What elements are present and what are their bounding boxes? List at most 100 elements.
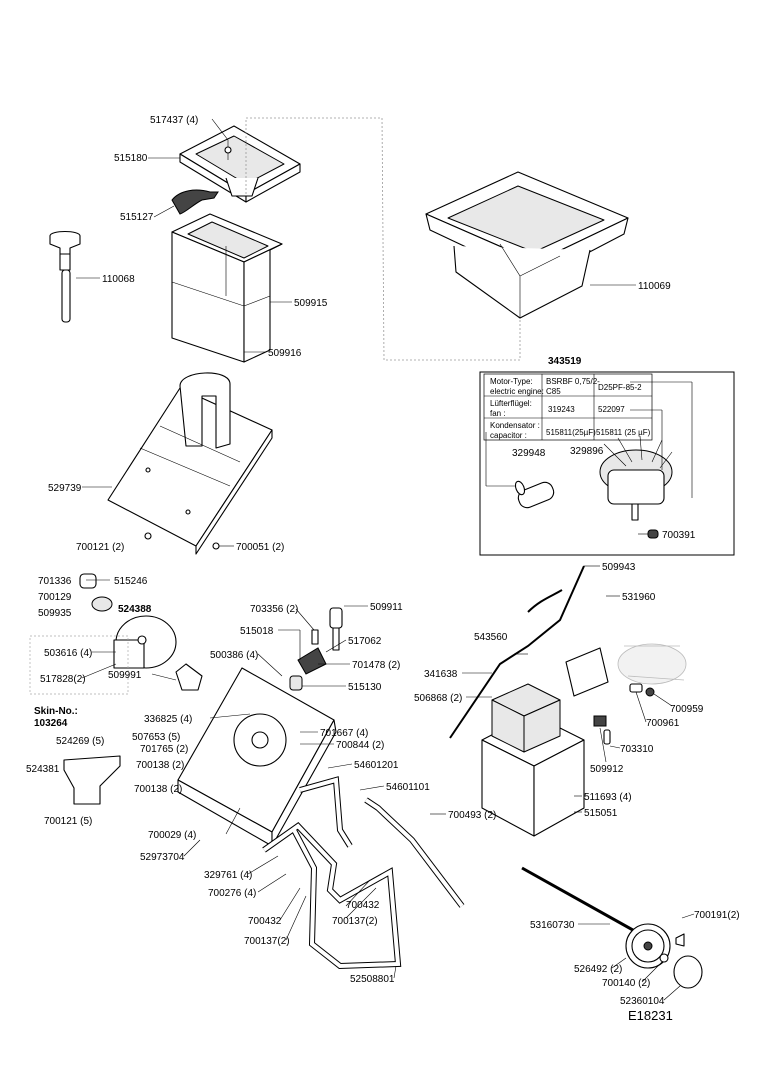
t-handle-110068 [49, 230, 81, 323]
leader-lines [76, 118, 695, 1001]
label-700276: 700276 (4) [208, 888, 256, 899]
label-515246: 515246 [114, 576, 148, 587]
bracket-509991 [175, 663, 203, 691]
label-52360104: 52360104 [620, 996, 665, 1007]
base-plate-529739 [107, 372, 273, 555]
label-700121-5: 700121 (5) [44, 816, 92, 827]
label-700191: 700191(2) [694, 910, 740, 921]
label-507653: 507653 (5) [132, 732, 180, 743]
label-515130: 515130 [348, 682, 382, 693]
label-336825: 336825 (4) [144, 714, 192, 725]
label-52973704: 52973704 [140, 852, 185, 863]
drawing-id: E18231 [628, 1008, 673, 1023]
label-509915: 509915 [294, 298, 328, 309]
label-515127: 515127 [120, 212, 154, 223]
label-110068: 110068 [102, 274, 135, 285]
label-529739: 529739 [48, 483, 82, 494]
label-700138-a: 700138 (2) [136, 760, 184, 771]
table-r2-c1-b: fan : [490, 409, 506, 418]
table-r2-c1-a: Lüfterflügel: [490, 399, 532, 408]
label-700138-b: 700138 (2) [134, 784, 182, 795]
label-700140: 700140 (2) [602, 978, 650, 989]
label-509935: 509935 [38, 608, 72, 619]
label-329896: 329896 [570, 446, 604, 457]
key-700391 [647, 529, 659, 539]
battery-506868 [491, 683, 561, 753]
label-543560: 543560 [474, 632, 508, 643]
pin-703310 [603, 729, 611, 745]
cable-harness-509943 [449, 565, 585, 739]
washer-700140 [659, 953, 669, 963]
table-r1-c1-a: Motor-Type: [490, 377, 533, 386]
label-700391: 700391 [662, 530, 696, 541]
label-54601101: 54601101 [386, 782, 430, 793]
hub-cap [673, 955, 703, 989]
axle-53160730 [521, 866, 641, 936]
label-700137-b: 700137(2) [244, 936, 290, 947]
label-701336: 701336 [38, 576, 72, 587]
label-53160730: 53160730 [530, 920, 575, 931]
skin-title: Skin-No.: [34, 706, 78, 717]
knob-509935 [91, 596, 113, 612]
table-r3-c2: 515811(25µF) [546, 428, 596, 437]
label-700137-a: 700137(2) [332, 916, 378, 927]
table-r1-c2-b: C85 [546, 387, 561, 396]
label-52508801: 52508801 [350, 974, 395, 985]
label-509912: 509912 [590, 764, 624, 775]
label-700432-a: 700432 [346, 900, 380, 911]
capacitor-515811 [514, 480, 555, 509]
small-hopper-515180 [179, 125, 301, 203]
label-703356: 703356 (2) [250, 604, 298, 615]
label-54601201: 54601201 [354, 760, 399, 771]
label-503616: 503616 (4) [44, 648, 92, 659]
label-509911: 509911 [370, 602, 403, 613]
label-701765: 701765 (2) [140, 744, 188, 755]
table-r1-c3: D25PF-85-2 [598, 383, 642, 392]
label-700432-b: 700432 [248, 916, 282, 927]
table-r3-c1-b: capacitor : [490, 431, 527, 440]
screw-703356 [311, 629, 319, 645]
label-700961: 700961 [646, 718, 680, 729]
label-341638: 341638 [424, 669, 458, 680]
spinner-517062 [297, 647, 327, 675]
label-110069: 110069 [638, 281, 671, 292]
table-r2-c3: 522097 [598, 405, 625, 414]
part-labels: 517437 (4) 515180 515127 110068 509915 5… [26, 115, 740, 1023]
label-524381: 524381 [26, 764, 60, 775]
spread-guard-524381 [63, 755, 121, 805]
skin-kit-dashed-box [29, 635, 129, 695]
label-700493: 700493 (2) [448, 810, 496, 821]
switch-531960 [565, 647, 609, 697]
label-506868: 506868 (2) [414, 693, 462, 704]
screw-700051 [212, 542, 234, 550]
label-700029: 700029 (4) [148, 830, 196, 841]
label-700121-2: 700121 (2) [76, 542, 124, 553]
label-700051: 700051 (2) [236, 542, 284, 553]
label-701478: 701478 (2) [352, 660, 400, 671]
kit-number-343519: 343519 [548, 356, 582, 367]
fan-motor-assembly [599, 435, 673, 521]
label-531960: 531960 [622, 592, 656, 603]
plug-509912 [593, 715, 607, 727]
label-329761: 329761 (4) [204, 870, 252, 881]
feed-chute-509915 [171, 213, 283, 363]
label-509991: 509991 [108, 670, 142, 681]
assembly-dashed-line [245, 117, 521, 361]
table-r3-c1-a: Kondensator : [490, 421, 540, 430]
label-524269: 524269 (5) [56, 736, 104, 747]
label-329948: 329948 [512, 448, 546, 459]
label-526492: 526492 (2) [574, 964, 622, 975]
label-700959: 700959 [670, 704, 704, 715]
knob-515246 [79, 573, 97, 589]
washer-700959 [645, 687, 655, 697]
skin-number: 103264 [34, 718, 68, 729]
handle-frame-52508801 [262, 776, 465, 970]
label-515051: 515051 [584, 808, 618, 819]
label-517828: 517828(2) [40, 674, 86, 685]
label-500386: 500386 (4) [210, 650, 258, 661]
table-r3-c3: 515811 (25 µF) [596, 428, 651, 437]
motor-spec-table [483, 373, 653, 441]
label-524388: 524388 [118, 604, 152, 615]
label-517437: 517437 (4) [150, 115, 198, 126]
